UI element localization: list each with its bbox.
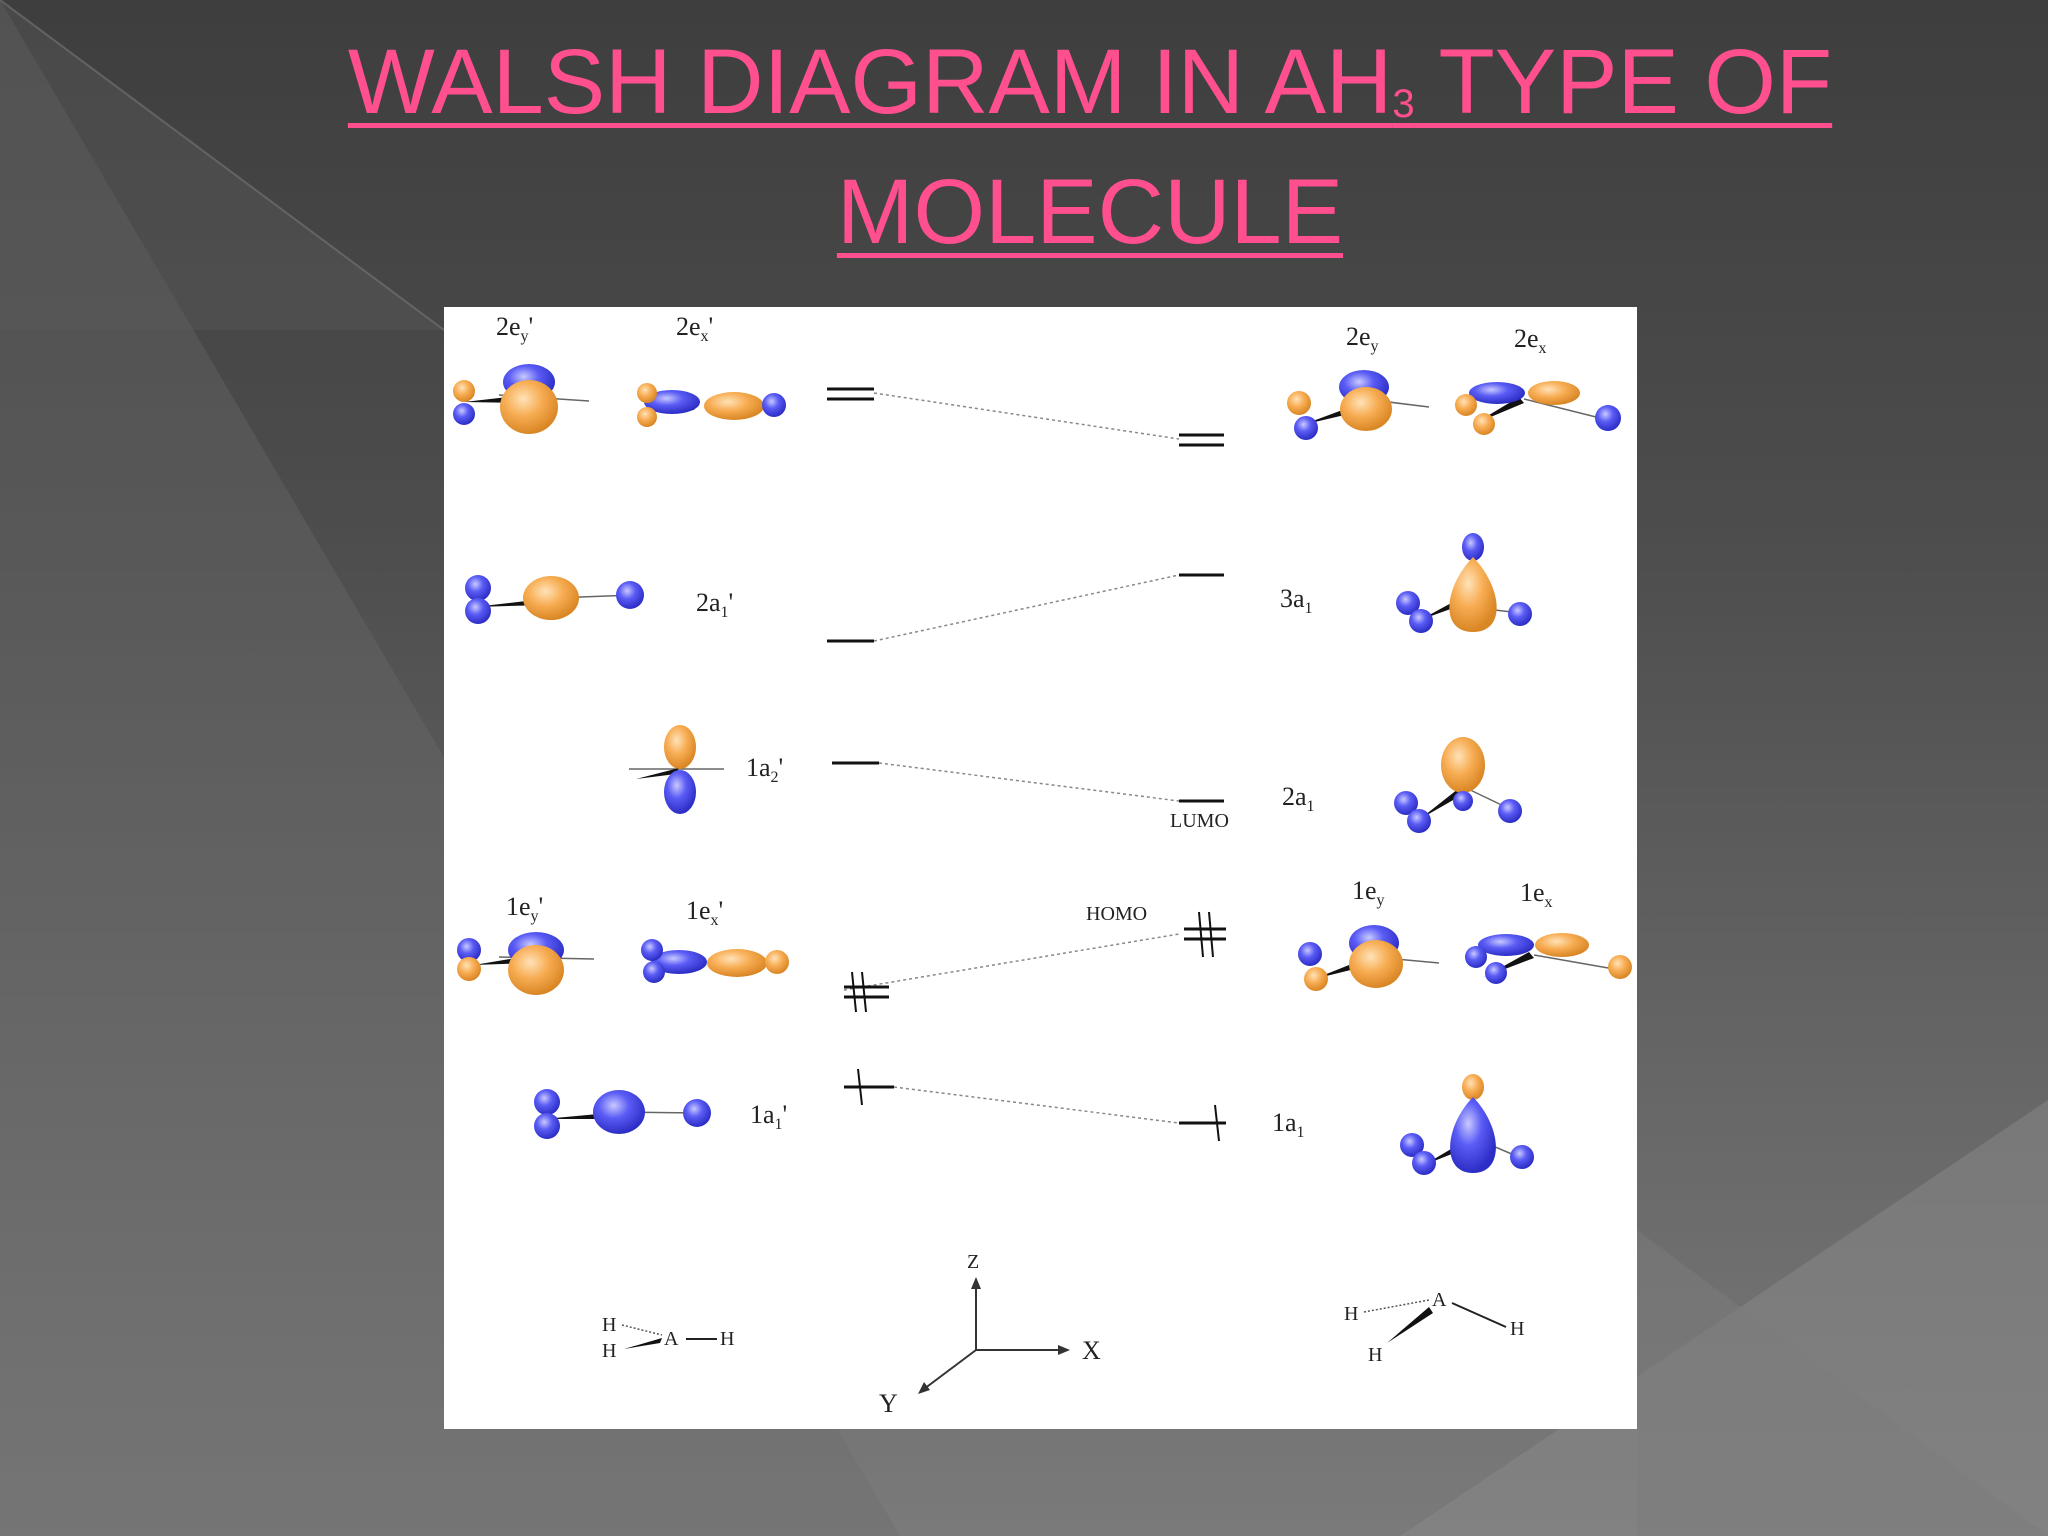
- correlation-line-2a1-3a1: [827, 573, 1224, 643]
- label-1a2-prime: 1a2': [746, 753, 783, 786]
- label-2ey-prime: 2ey': [496, 312, 533, 345]
- pyramidal-a: A: [1432, 1289, 1447, 1311]
- planar-a: A: [664, 1328, 679, 1350]
- walsh-diagram: LUMO HOMO 2ey' 2ex' 2a1' 1a2' 1ey' 1ex' …: [453, 312, 1632, 1418]
- axis-x-label: X: [1082, 1336, 1101, 1365]
- orbital-2a1-picture: [1394, 737, 1522, 833]
- pyramidal-h-right: H: [1510, 1318, 1524, 1340]
- pyramidal-ah3-structure: H A H H: [1344, 1289, 1524, 1366]
- correlation-line-1e: [843, 911, 1226, 1013]
- label-3a1: 3a1: [1280, 584, 1313, 617]
- label-2a1: 2a1: [1282, 782, 1315, 815]
- label-2ex: 2ex: [1514, 324, 1547, 357]
- pyramidal-h-left: H: [1344, 1303, 1358, 1325]
- axis-y-label: Y: [879, 1389, 898, 1418]
- correlation-line-1a1: [844, 1068, 1226, 1142]
- orbital-1a1-picture: [1400, 1074, 1534, 1175]
- orbital-2ey-picture: [1287, 370, 1430, 440]
- title-line-1: WALSH DIAGRAM IN AH3 TYPE OF: [347, 31, 1833, 133]
- label-2ey: 2ey: [1346, 322, 1379, 355]
- coordinate-axes: Z X Y: [879, 1251, 1101, 1418]
- walsh-diagram-panel: LUMO HOMO 2ey' 2ex' 2a1' 1a2' 1ey' 1ex' …: [444, 307, 1637, 1429]
- orbital-2ex-prime-picture: [637, 383, 786, 427]
- label-1a1-prime: 1a1': [750, 1100, 787, 1133]
- pyramidal-h-bottom: H: [1368, 1344, 1382, 1366]
- planar-h-right: H: [720, 1328, 734, 1350]
- orbital-3a1-picture: [1396, 533, 1532, 633]
- planar-h-top: H: [602, 1314, 616, 1336]
- planar-h-bottom: H: [602, 1340, 616, 1362]
- orbital-1ex-prime-picture: [641, 939, 789, 983]
- label-1ex: 1ex: [1520, 878, 1553, 911]
- correlation-line-1a2-2a1: [832, 761, 1224, 803]
- orbital-2ey-prime-picture: [453, 364, 590, 434]
- orbital-1ey-prime-picture: [457, 932, 595, 995]
- orbital-2a1-prime-picture: [465, 575, 644, 624]
- title-line-2: MOLECULE: [836, 161, 1344, 263]
- homo-label: HOMO: [1086, 903, 1147, 925]
- slide-title: WALSH DIAGRAM IN AH3 TYPE OF MOLECULE: [300, 28, 1880, 266]
- axis-z-label: Z: [967, 1251, 979, 1273]
- label-1ey-prime: 1ey': [506, 892, 543, 925]
- orbital-1ex-picture: [1465, 933, 1632, 984]
- orbital-1a1-prime-picture: [534, 1089, 711, 1139]
- lumo-label: LUMO: [1170, 810, 1229, 832]
- orbital-1a2-prime-picture: [629, 725, 724, 814]
- orbital-2ex-picture: [1455, 381, 1621, 435]
- planar-ah3-structure: H H A H: [602, 1314, 734, 1362]
- label-2ex-prime: 2ex': [676, 312, 713, 345]
- label-1ey: 1ey: [1352, 876, 1385, 909]
- label-2a1-prime: 2a1': [696, 588, 733, 621]
- correlation-line-2e: [827, 387, 1224, 447]
- label-1a1: 1a1: [1272, 1108, 1305, 1141]
- orbital-1ey-picture: [1298, 925, 1440, 991]
- label-1ex-prime: 1ex': [686, 896, 723, 929]
